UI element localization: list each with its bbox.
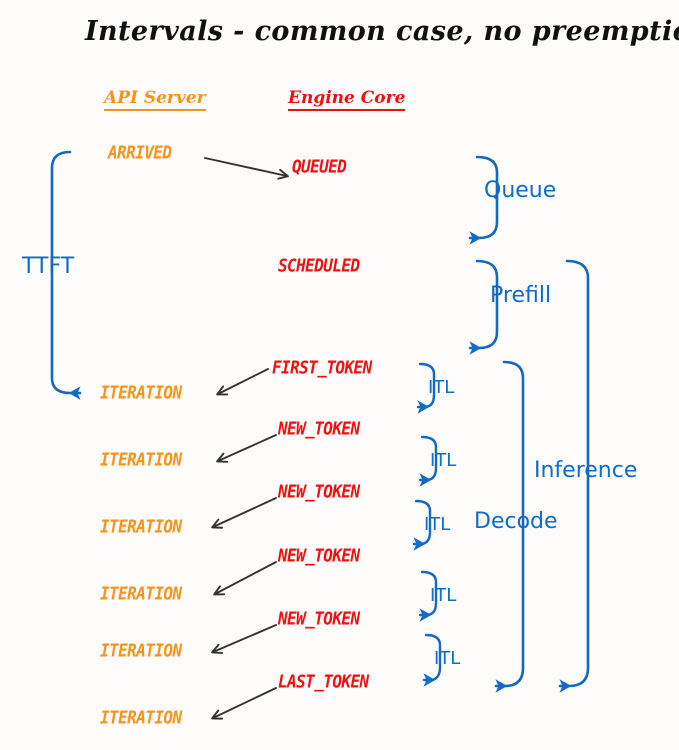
arrow-new-token-1-to-iteration-2: [216, 434, 277, 463]
api-state-iteration-5: ITERATION: [100, 640, 182, 662]
api-state-iteration-1: ITERATION: [100, 382, 182, 404]
interval-label-prefill: Prefill: [490, 283, 552, 308]
interval-label-itl-3: ITL: [424, 514, 451, 535]
column-header-engine-core: Engine Core: [288, 90, 406, 111]
interval-label-decode: Decode: [474, 509, 558, 534]
diagram-title: Intervals - common case, no preemptions: [85, 16, 679, 47]
engine-state-last-token: LAST_TOKEN: [278, 671, 369, 693]
engine-state-new-token-1: NEW_TOKEN: [278, 418, 360, 440]
engine-state-new-token-3: NEW_TOKEN: [278, 545, 360, 567]
api-state-iteration-6: ITERATION: [100, 707, 182, 729]
api-state-iteration-3: ITERATION: [100, 516, 182, 538]
interval-label-itl-5: ITL: [434, 648, 461, 669]
api-state-arrived: ARRIVED: [108, 142, 172, 164]
interval-label-inference: Inference: [534, 458, 638, 483]
interval-label-itl-1: ITL: [428, 377, 455, 398]
interval-label-itl-4: ITL: [430, 585, 457, 606]
arrow-new-token-3-to-iteration-4: [213, 561, 277, 596]
engine-state-new-token-4: NEW_TOKEN: [278, 608, 360, 630]
interval-label-ttft: TTFT: [22, 254, 75, 279]
arrow-arrived-to-queued: [204, 157, 289, 180]
interval-label-queue: Queue: [484, 178, 557, 203]
api-state-iteration-2: ITERATION: [100, 449, 182, 471]
arrow-last-token-to-iteration-6: [211, 687, 277, 720]
arrow-first-token-to-iteration-1: [216, 368, 269, 396]
column-header-api-server: API Server: [104, 90, 206, 111]
engine-state-new-token-2: NEW_TOKEN: [278, 481, 360, 503]
arrow-new-token-2-to-iteration-3: [211, 497, 277, 529]
engine-state-first-token: FIRST_TOKEN: [272, 357, 372, 379]
engine-state-queued: QUEUED: [292, 156, 347, 178]
api-state-iteration-4: ITERATION: [100, 583, 182, 605]
interval-label-itl-2: ITL: [430, 450, 457, 471]
arrow-new-token-4-to-iteration-5: [211, 624, 277, 654]
engine-state-scheduled: SCHEDULED: [278, 255, 360, 277]
